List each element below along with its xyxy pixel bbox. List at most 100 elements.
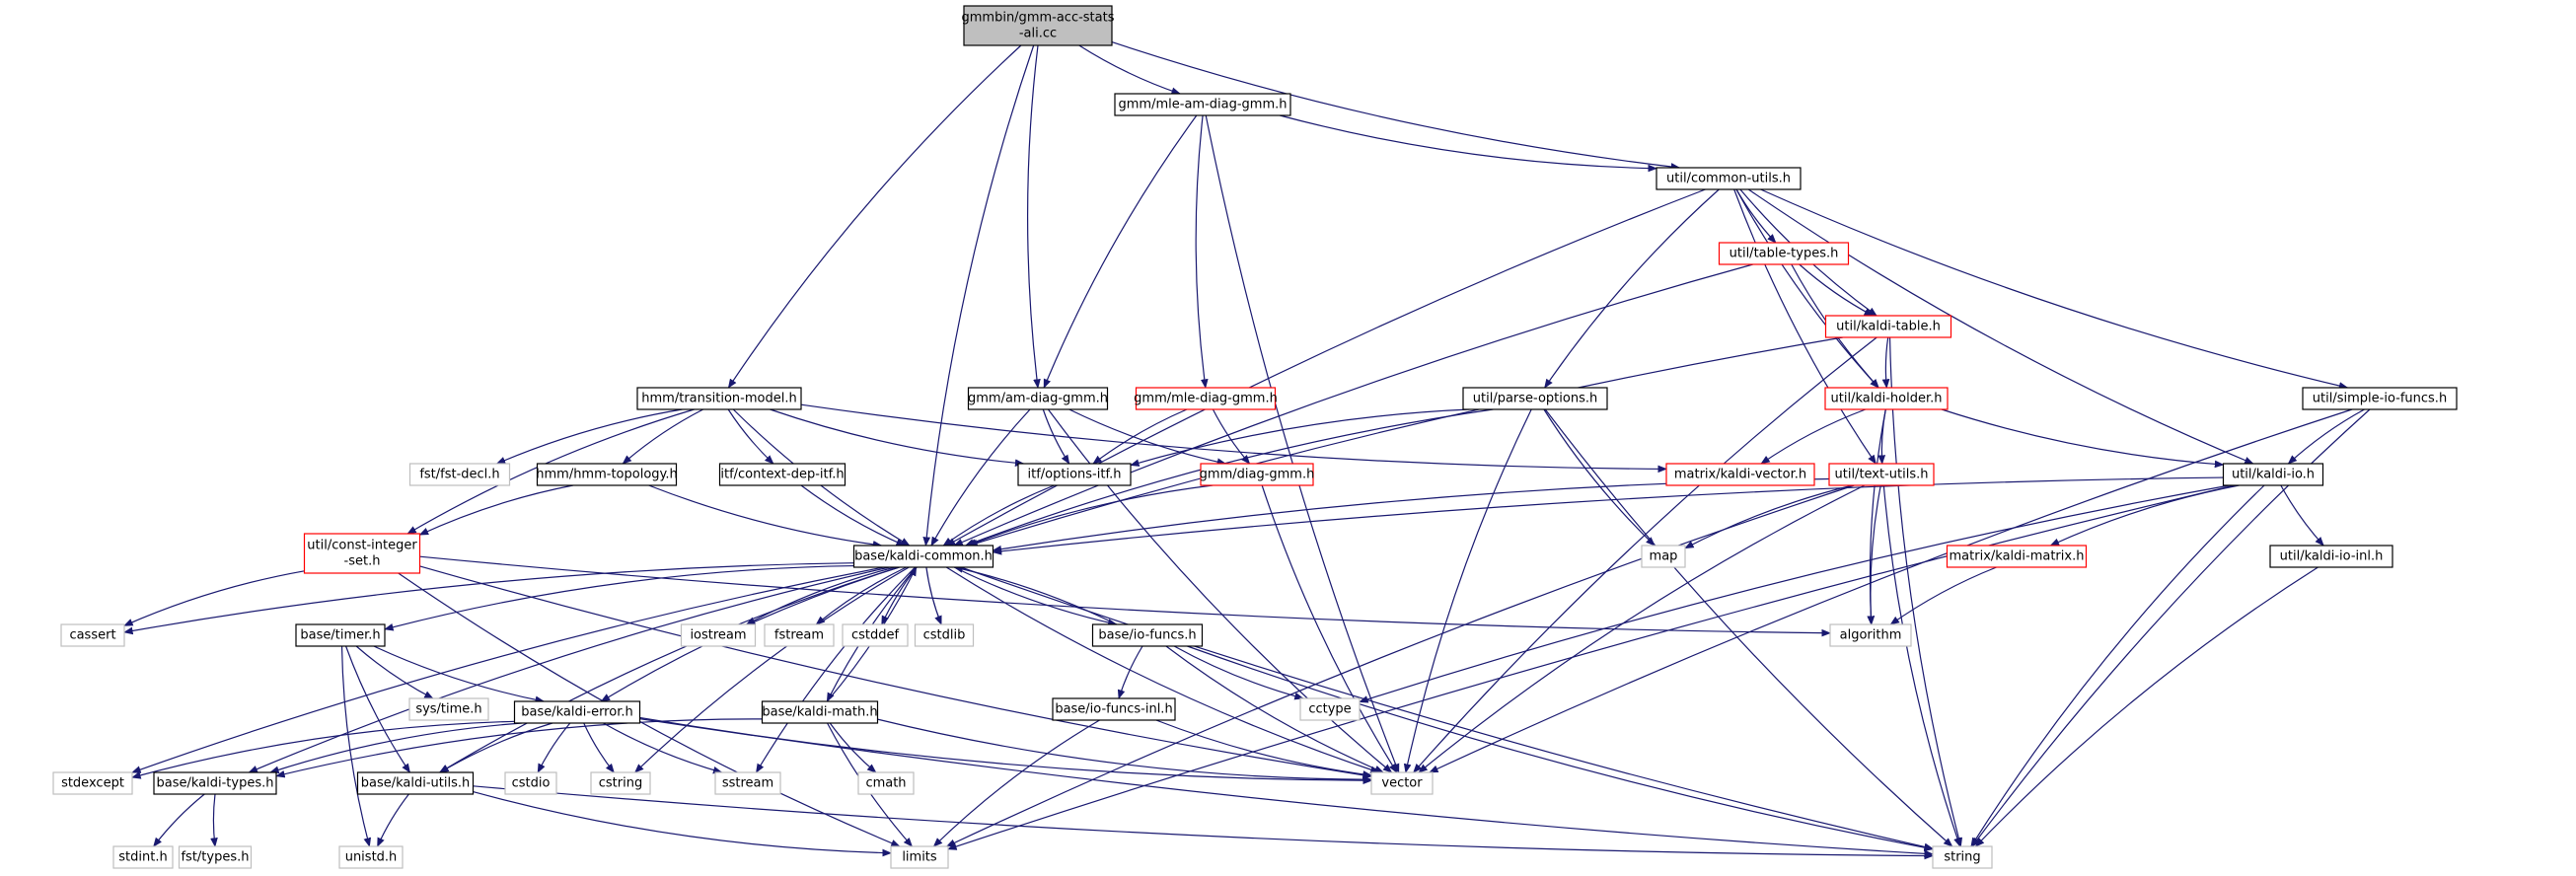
edge-textutils-to-map xyxy=(1684,484,1853,549)
node-commonutils-label: util/common-utils.h xyxy=(1666,172,1791,186)
node-sstream-label: sstream xyxy=(722,776,773,791)
edge-constint-to-algorithm xyxy=(419,555,1831,637)
node-kaldimath-label: base/kaldi-math.h xyxy=(762,705,877,720)
node-sstream-box xyxy=(714,771,781,795)
edge-kaldiutils-to-string xyxy=(473,785,1934,860)
node-kaldivector[interactable]: matrix/kaldi-vector.h xyxy=(1665,463,1815,486)
edge-timer-to-systime xyxy=(355,645,434,699)
node-fsttypes: fst/types.h xyxy=(178,845,253,869)
node-cstdio-box xyxy=(504,771,557,795)
node-parseopts[interactable]: util/parse-options.h xyxy=(1462,387,1608,410)
node-kaldiio[interactable]: util/kaldi-io.h xyxy=(2222,463,2324,486)
node-unistd-label: unistd.h xyxy=(345,850,398,865)
node-transition-box xyxy=(636,387,802,410)
edge-iofuncs-to-cctype xyxy=(1173,645,1304,700)
node-cctype-box xyxy=(1299,697,1361,721)
node-optionsitf[interactable]: itf/options-itf.h xyxy=(1017,463,1132,486)
edge-root-to-transition xyxy=(727,44,1022,389)
node-kalditable[interactable]: util/kaldi-table.h xyxy=(1824,315,1952,338)
node-string-label: string xyxy=(1944,850,1980,865)
node-diaggmm[interactable]: gmm/diag-gmm.h xyxy=(1200,463,1315,486)
edge-iofuncs-to-iofuncsinl xyxy=(1117,645,1143,699)
node-constint-label: -set.h xyxy=(344,554,381,569)
node-mleamdiag[interactable]: gmm/mle-am-diag-gmm.h xyxy=(1114,93,1291,116)
edge-transition-to-contextdep xyxy=(727,408,774,465)
node-kalditable-label: util/kaldi-table.h xyxy=(1836,320,1941,334)
node-transition-label: hmm/transition-model.h xyxy=(641,392,796,406)
node-kaldiholder[interactable]: util/kaldi-holder.h xyxy=(1824,387,1949,410)
node-unistd-box xyxy=(338,845,404,869)
edge-kaldimatrix-to-algorithm xyxy=(1889,566,1997,625)
node-kalditypes[interactable]: base/kaldi-types.h xyxy=(153,771,277,795)
node-tabletypes[interactable]: util/table-types.h xyxy=(1718,242,1850,265)
node-simpleio[interactable]: util/simple-io-funcs.h xyxy=(2302,387,2458,410)
node-systime: sys/time.h xyxy=(408,697,489,721)
node-vector-box xyxy=(1370,771,1434,795)
edge-kaldicommon-to-cstring xyxy=(633,566,910,773)
edge-kaldicommon-to-cstdlib xyxy=(925,566,942,625)
node-tabletypes-box xyxy=(1718,242,1850,265)
node-commonutils[interactable]: util/common-utils.h xyxy=(1656,167,1802,190)
node-constint[interactable]: util/const-integer-set.h xyxy=(303,533,421,574)
node-string-box xyxy=(1932,845,1993,869)
edge-commonutils-to-kaldiholder xyxy=(1735,188,1879,389)
node-iofuncs-label: base/io-funcs.h xyxy=(1098,628,1196,643)
node-kaldioinl[interactable]: util/kaldi-io-inl.h xyxy=(2269,545,2393,568)
node-commonutils-box xyxy=(1656,167,1802,190)
edge-transition-to-kaldivector xyxy=(800,403,1667,474)
node-iofuncs-box xyxy=(1091,623,1204,647)
node-kaldimatrix[interactable]: matrix/kaldi-matrix.h xyxy=(1946,545,2088,568)
node-kaldiutils[interactable]: base/kaldi-utils.h xyxy=(356,771,475,795)
edge-kaldimath-to-cmath xyxy=(829,722,877,773)
node-cstring-label: cstring xyxy=(599,776,642,791)
edge-kaldierror-to-cstring xyxy=(583,722,615,773)
node-mlediag[interactable]: gmm/mle-diag-gmm.h xyxy=(1134,387,1278,410)
node-root[interactable]: gmmbin/gmm-acc-stats-ali.cc xyxy=(962,5,1115,46)
node-kaldimath-box xyxy=(761,700,879,724)
node-kalditable-box xyxy=(1824,315,1952,338)
edge-textutils-to-string xyxy=(1882,484,1961,847)
node-iofuncs[interactable]: base/io-funcs.h xyxy=(1091,623,1204,647)
edge-kaldicommon-to-string xyxy=(960,566,1934,851)
node-cassert-label: cassert xyxy=(69,628,115,643)
edge-commonutils-to-textutils xyxy=(1733,188,1877,465)
node-amdiag[interactable]: gmm/am-diag-gmm.h xyxy=(967,387,1109,410)
node-timer[interactable]: base/timer.h xyxy=(295,623,386,647)
node-transition[interactable]: hmm/transition-model.h xyxy=(636,387,802,410)
node-vector: vector xyxy=(1370,771,1434,795)
edge-mlediag-to-optionsitf xyxy=(1092,408,1188,465)
node-kaldierror[interactable]: base/kaldi-error.h xyxy=(513,700,641,724)
node-cmath-box xyxy=(857,771,915,795)
edge-optionsitf-to-kaldicommon xyxy=(942,484,1055,547)
node-kaldierror-label: base/kaldi-error.h xyxy=(521,705,632,720)
node-textutils[interactable]: util/text-utils.h xyxy=(1828,463,1935,486)
edge-kaldierror-to-stdexcept xyxy=(131,720,515,779)
node-kaldicommon-box xyxy=(852,545,994,568)
edge-kaldiutils-to-unistd xyxy=(377,793,409,847)
edge-amdiag-to-kaldicommon xyxy=(930,408,1031,547)
edge-kaldicommon-to-stdexcept xyxy=(131,566,884,773)
edge-kaldiutils-to-limits xyxy=(473,791,892,857)
node-hmmtopo[interactable]: hmm/hmm-topology.h xyxy=(536,463,678,486)
edge-tabletypes-to-kaldicommon xyxy=(953,263,1753,547)
node-kaldicommon[interactable]: base/kaldi-common.h xyxy=(852,545,994,568)
node-algorithm-label: algorithm xyxy=(1840,628,1902,643)
node-iofuncsinl[interactable]: base/io-funcs-inl.h xyxy=(1052,697,1176,721)
edge-commonutils-to-parseopts xyxy=(1544,188,1720,389)
node-kaldimath[interactable]: base/kaldi-math.h xyxy=(761,700,879,724)
edge-kaldicommon-to-fstream xyxy=(815,566,907,625)
edge-kalditypes-to-stdint xyxy=(153,793,205,847)
edge-hmmtopo-to-constint xyxy=(418,484,574,536)
node-hmmtopo-label: hmm/hmm-topology.h xyxy=(536,468,678,482)
node-fstream: fstream xyxy=(764,623,835,647)
node-kaldiholder-label: util/kaldi-holder.h xyxy=(1831,392,1943,406)
node-stdint-box xyxy=(112,845,174,869)
node-contextdep[interactable]: itf/context-dep-itf.h xyxy=(718,463,846,486)
node-map: map xyxy=(1641,545,1686,568)
node-root-box xyxy=(963,5,1113,46)
node-timer-box xyxy=(295,623,386,647)
node-kaldiholder-box xyxy=(1824,387,1949,410)
edge-hmmtopo-to-kaldicommon xyxy=(648,484,883,548)
node-contextdep-label: itf/context-dep-itf.h xyxy=(720,468,844,482)
edge-root-to-commonutils xyxy=(1111,41,1681,171)
